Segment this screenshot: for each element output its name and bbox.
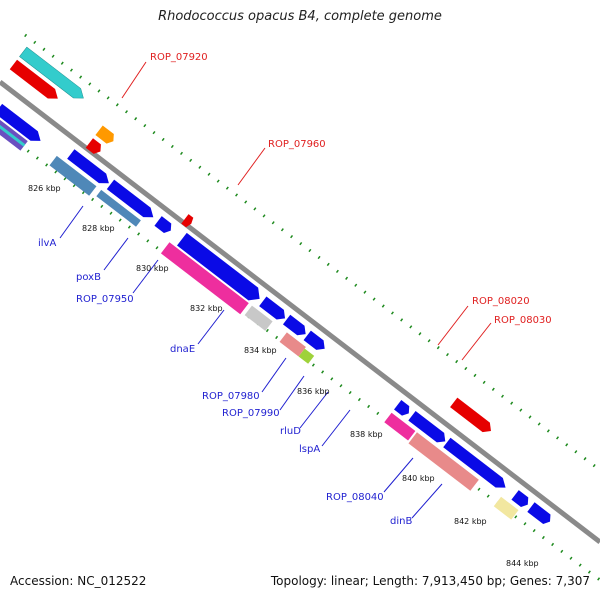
- scale-label-840: 840 kbp: [402, 474, 435, 483]
- scale-label-828: 828 kbp: [82, 224, 115, 233]
- feature-red-08020[interactable]: [450, 397, 480, 425]
- feature-blue-dnaE[interactable]: [177, 232, 264, 305]
- leader-ROP_08030: [461, 322, 492, 361]
- leader-ROP_08020: [437, 305, 469, 346]
- feature-blue-lspA[interactable]: [394, 400, 412, 418]
- map-title: Rhodococcus opacus B4, complete genome: [158, 9, 442, 24]
- feature-blue-1[interactable]: [0, 103, 44, 146]
- feature-gray[interactable]: [244, 305, 273, 331]
- gene-label-ROP_07990[interactable]: ROP_07990: [222, 408, 280, 419]
- leader-ROP_07920: [121, 61, 147, 99]
- gene-label-dnaE[interactable]: dnaE: [170, 344, 195, 355]
- gene-label-ROP_07920[interactable]: ROP_07920: [150, 52, 208, 63]
- scale-label-832: 832 kbp: [190, 304, 223, 313]
- feature-magenta-2[interactable]: [384, 412, 416, 441]
- feature-blue-07980[interactable]: [259, 296, 289, 324]
- feature-blue-small[interactable]: [154, 216, 174, 235]
- leader-poxB: [103, 237, 129, 271]
- gene-label-ROP_07960[interactable]: ROP_07960: [268, 139, 326, 150]
- feature-salmon-large[interactable]: [408, 432, 479, 491]
- feature-orange[interactable]: [95, 125, 117, 146]
- scale-label-834: 834 kbp: [244, 346, 277, 355]
- scale-label-842: 842 kbp: [454, 517, 487, 526]
- scale-label-838: 838 kbp: [350, 430, 383, 439]
- feature-blue-07990[interactable]: [282, 314, 309, 339]
- scale-label-836: 836 kbp: [297, 387, 330, 396]
- gene-label-poxB[interactable]: poxB: [76, 272, 101, 283]
- feature-blue-end[interactable]: [511, 490, 531, 509]
- leader-ilvA: [59, 205, 84, 239]
- feature-magenta[interactable]: [160, 242, 249, 315]
- feature-blue-ilvA[interactable]: [67, 149, 112, 188]
- feature-steel[interactable]: [49, 155, 97, 196]
- scale-label-826: 826 kbp: [28, 184, 61, 193]
- gene-label-ilvA[interactable]: ilvA: [38, 238, 56, 249]
- gene-label-dinB[interactable]: dinB: [390, 516, 412, 527]
- leader-rluD: [299, 391, 329, 429]
- feature-blue-poxB[interactable]: [106, 179, 157, 222]
- feature-cyan-top[interactable]: [19, 46, 87, 103]
- gene-label-rluD[interactable]: rluD: [280, 426, 301, 437]
- scale-label-830: 830 kbp: [136, 264, 169, 273]
- leader-ROP_08040: [383, 457, 414, 493]
- feature-striped-cyan: [0, 113, 26, 147]
- feature-blue-end2[interactable]: [527, 502, 553, 526]
- feature-steel-2[interactable]: [96, 189, 141, 227]
- gene-label-ROP_07980[interactable]: ROP_07980: [202, 391, 260, 402]
- gene-label-ROP_08020[interactable]: ROP_08020: [472, 296, 530, 307]
- accession-text: Accession: NC_012522: [10, 574, 147, 588]
- feature-lime[interactable]: [298, 348, 315, 364]
- feature-blue-rluD[interactable]: [303, 330, 329, 354]
- forward-track-dots: [24, 33, 600, 472]
- gene-label-ROP_08030[interactable]: ROP_08030: [494, 315, 552, 326]
- leader-ROP_07950: [132, 259, 159, 294]
- scale-label-844: 844 kbp: [506, 559, 539, 568]
- feature-pale[interactable]: [493, 496, 519, 520]
- feature-salmon-small[interactable]: [279, 332, 306, 357]
- feature-blue-08040[interactable]: [408, 410, 449, 446]
- gene-label-lspA[interactable]: lspA: [299, 444, 320, 455]
- feature-blue-dinB[interactable]: [443, 437, 509, 493]
- genome-summary-text: Topology: linear; Length: 7,913,450 bp; …: [270, 574, 590, 588]
- leader-ROP_07960: [237, 147, 266, 186]
- leader-ROP_07990: [279, 375, 305, 411]
- feature-red-08030[interactable]: [468, 411, 494, 436]
- feature-red-tiny[interactable]: [181, 214, 195, 228]
- gene-label-ROP_08040[interactable]: ROP_08040: [326, 492, 384, 503]
- leader-lspA: [321, 409, 351, 447]
- leader-ROP_07980: [261, 357, 287, 393]
- gene-label-ROP_07950[interactable]: ROP_07950: [76, 294, 134, 305]
- feature-red-top[interactable]: [9, 59, 62, 104]
- leader-dnaE: [197, 309, 225, 345]
- genome-backbone: [0, 80, 600, 544]
- feature-red-small[interactable]: [85, 138, 104, 156]
- leader-dinB: [411, 483, 443, 519]
